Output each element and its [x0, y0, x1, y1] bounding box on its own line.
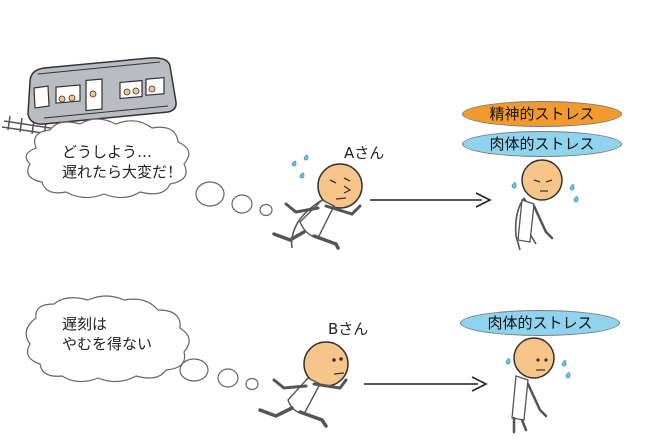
thought-bubble-icon — [25, 295, 259, 391]
physical-stress-tag-b: 肉体的ストレス — [460, 310, 620, 336]
tired-person-icon — [514, 159, 563, 251]
mental-stress-tag-a: 精神的ストレス — [462, 101, 622, 127]
thought-line: 遅れたら大変だ！ — [62, 163, 183, 181]
tired-person-icon — [511, 337, 555, 434]
arrow-icon — [364, 376, 488, 392]
physical-stress-tag-a: 肉体的ストレス — [462, 131, 622, 157]
thought-text-b: 遅刻は やむを得ない — [62, 314, 152, 354]
sweat-drop-icon — [511, 182, 579, 203]
arrow-icon — [370, 192, 492, 208]
person-label-a: Aさん — [344, 144, 385, 162]
running-person-icon — [258, 341, 349, 428]
thought-bubble-icon — [25, 118, 273, 217]
train-icon — [1, 57, 177, 138]
sweat-drop-icon — [291, 154, 309, 179]
thought-line: どうしよう… — [62, 143, 153, 161]
running-person-icon — [272, 163, 363, 250]
person-label-b: Bさん — [328, 320, 369, 338]
thought-text-a: どうしよう… 遅れたら大変だ！ — [62, 142, 182, 182]
thought-line: やむを得ない — [62, 335, 153, 353]
sweat-drop-icon — [505, 358, 571, 379]
thought-line: 遅刻は — [62, 315, 108, 333]
